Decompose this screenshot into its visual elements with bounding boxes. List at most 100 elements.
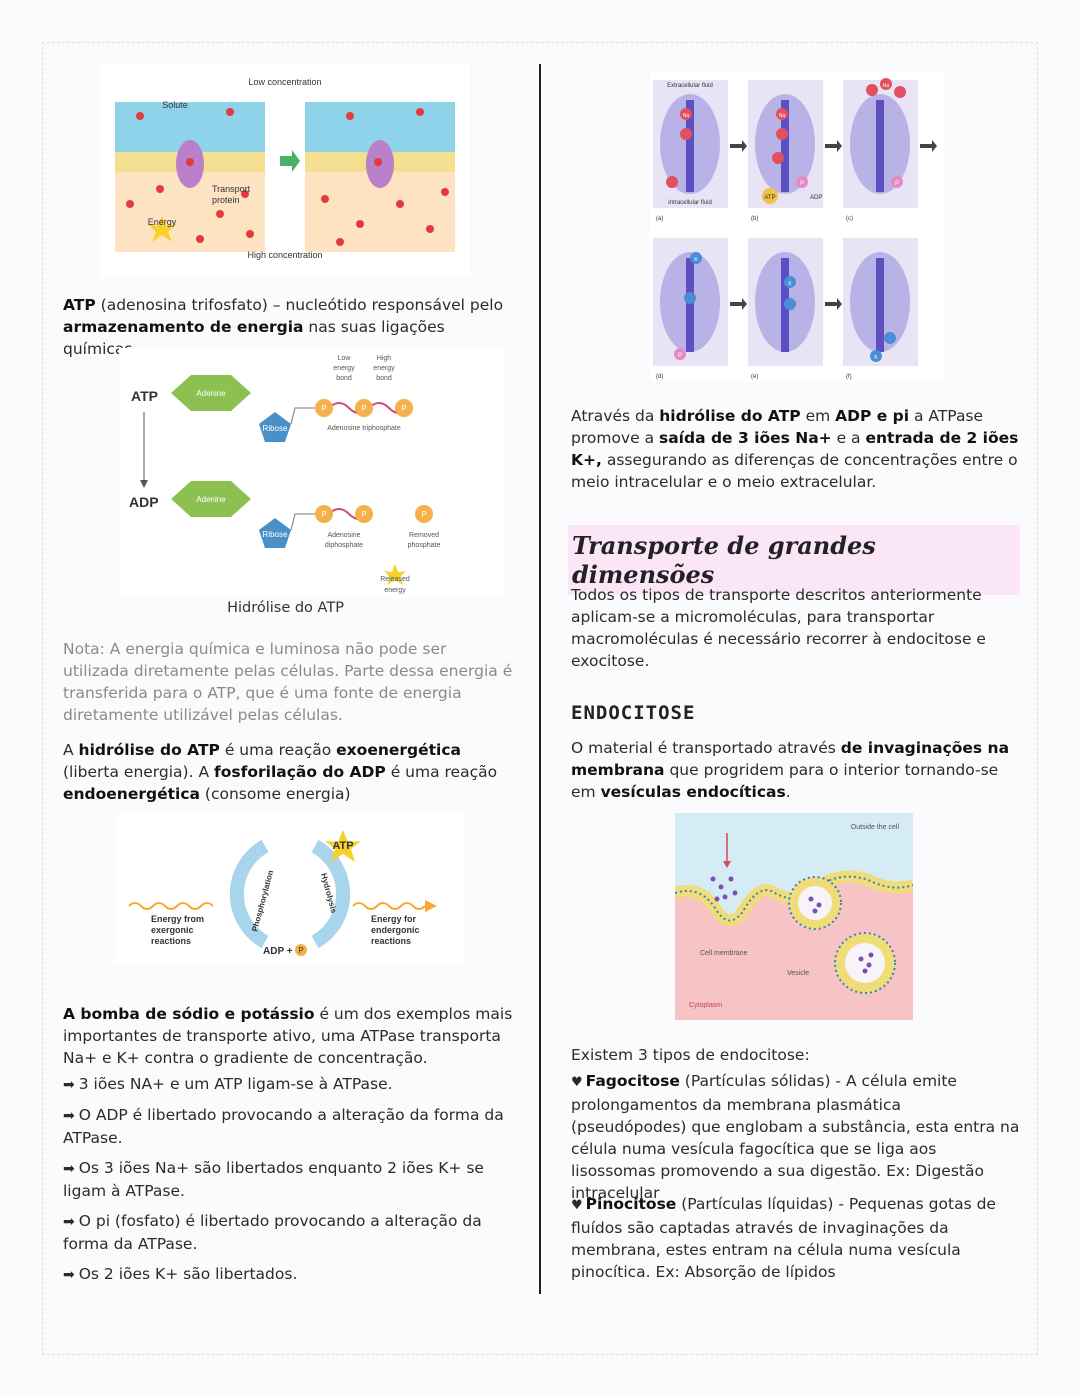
removed-2: phosphate — [408, 542, 441, 549]
panel-a: (a) — [656, 216, 663, 222]
endocytosis-figure: Outside the cell Cell membrane Vesicle C… — [675, 813, 913, 1020]
pump-na-2: Na — [779, 113, 786, 119]
ep-b1: de invaginações na membrana — [571, 739, 1010, 779]
pe-e: e a — [831, 429, 866, 447]
cytoplasm-label: Cytoplasm — [689, 1002, 722, 1009]
hp-c: é uma reação — [219, 741, 337, 759]
p-1: P — [321, 404, 326, 413]
hp-f: (consome energia) — [199, 785, 351, 803]
pump-step: ➡3 iões NA+ e um ATP ligam-se à ATPase. — [63, 1073, 513, 1096]
low-concentration-label: Low concentration — [248, 77, 321, 87]
ep-c: que progridem para o interior tornando-s… — [571, 761, 999, 801]
pump-bold: A bomba de sódio e potássio — [63, 1005, 315, 1023]
from-1: Energy from — [151, 914, 204, 924]
high-bond-1: High — [377, 355, 392, 362]
transport-label-1: Transport — [212, 184, 251, 194]
pinocitose-name: Pinocitose — [585, 1195, 677, 1213]
pump-paragraph: A bomba de sódio e potássio é um dos exe… — [63, 1003, 513, 1069]
hydrolysis-caption: Hidrólise do ATP — [227, 600, 344, 616]
arrow-icon: ➡ — [63, 1267, 75, 1283]
extracellular-label: Extracellular fluid — [667, 83, 713, 89]
atp-term: ATP — [63, 296, 96, 314]
panel-b: (b) — [751, 216, 758, 222]
pinocitose-paragraph: ♥Pinocitose (Partículas líquidas) - Pequ… — [571, 1193, 1021, 1283]
pe-b2: ADP e pi — [835, 407, 910, 425]
adp-label: ADP — [129, 494, 159, 510]
arrow-icon: ➡ — [63, 1108, 75, 1124]
arrow-icon: ➡ — [63, 1077, 75, 1093]
pump-p-3: P — [678, 353, 682, 359]
pump-step: ➡O pi (fosfato) é libertado provocando a… — [63, 1210, 513, 1255]
cycle-adp: ADP + — [263, 946, 293, 957]
panel-d: (d) — [656, 374, 663, 380]
released-1: Released — [380, 576, 410, 583]
for-3: reactions — [371, 936, 411, 946]
atp-label: ATP — [131, 388, 158, 404]
hp-b3: fosforilação do ADP — [213, 763, 386, 781]
atp-full-name: Adenosine triphosphate — [327, 425, 401, 432]
pump-adp: ADP — [810, 195, 822, 201]
section-title: Transporte de grandes dimensões — [568, 525, 1020, 595]
atp-cycle-figure: ATP ADP + P Phosphorylation Hydrolysis E… — [115, 814, 465, 964]
atp-def-text: (adenosina trifosfato) – nucleótido resp… — [95, 296, 504, 314]
hp-b1: hidrólise do ATP — [78, 741, 220, 759]
pump-k-3: K — [874, 355, 878, 361]
pump-steps-list: ➡3 iões NA+ e um ATP ligam-se à ATPase. … — [63, 1073, 513, 1294]
low-bond-2: energy — [333, 365, 355, 372]
ribose-label-1: Ribose — [263, 424, 288, 433]
pe-d: a ATPase promove a — [571, 407, 984, 447]
pe-c: em — [800, 407, 836, 425]
p-4: P — [321, 510, 326, 519]
adp-name-1: Adenosine — [327, 532, 360, 539]
hydrolysis-paragraph: A hidrólise do ATP é uma reação exoenerg… — [63, 739, 513, 805]
p-3: P — [401, 404, 406, 413]
pinocitose-rest: (Partículas líquidas) - Pequenas gotas d… — [571, 1195, 996, 1281]
hp-d: (liberta energia). A — [63, 763, 214, 781]
high-concentration-label: High concentration — [247, 250, 322, 260]
atp-def-bold: armazenamento de energia — [63, 318, 304, 336]
p-6: P — [421, 510, 426, 519]
section-intro: Todos os tipos de transporte descritos a… — [571, 586, 986, 670]
pump-step: ➡Os 3 iões Na+ são libertados enquanto 2… — [63, 1157, 513, 1202]
pump-na-3: Na — [883, 83, 890, 89]
pump-step-text: O pi (fosfato) é libertado provocando a … — [63, 1212, 482, 1253]
pe-b3: saída de 3 iões Na+ — [659, 429, 832, 447]
page-border — [42, 42, 1038, 1355]
membrane-label: Cell membrane — [700, 950, 748, 957]
pump-k-1: K — [694, 257, 698, 263]
solute-label: Solute — [162, 100, 188, 110]
cycle-atp: ATP — [332, 840, 353, 852]
high-bond-3: bond — [376, 375, 392, 382]
pump-p-2: P — [895, 181, 899, 187]
transport-protein-figure: Low concentration High concentration Sol… — [100, 64, 470, 276]
pump-na-1: Na — [683, 113, 690, 119]
fagocitose-paragraph: ♥Fagocitose (Partículas sólidas) - A cél… — [571, 1070, 1021, 1204]
endo-types-intro: Existem 3 tipos de endocitose: — [571, 1046, 810, 1064]
adenine-label-1: Adenine — [196, 389, 226, 398]
ep-b2: vesículas endocíticas — [600, 783, 786, 801]
pump-step-text: Os 2 iões K+ são libertados. — [78, 1265, 298, 1283]
pump-explanation: Através da hidrólise do ATP em ADP e pi … — [571, 405, 1021, 493]
p-5: P — [361, 510, 366, 519]
fagocitose-rest: (Partículas sólidas) - A célula emite pr… — [571, 1072, 1020, 1202]
removed-1: Removed — [409, 532, 439, 539]
sodium-potassium-pump-figure: ATP ADP P P P Na Na Na K K K Extracellul… — [650, 72, 945, 382]
pump-p-1: P — [800, 181, 804, 187]
pe-b1: hidrólise do ATP — [659, 407, 801, 425]
from-3: reactions — [151, 936, 191, 946]
atp-def-text-2: nas suas ligações químicas. — [63, 318, 445, 358]
hp-b2: exoenergética — [336, 741, 461, 759]
transport-label-2: protein — [212, 195, 240, 205]
hp-a: A — [63, 741, 79, 759]
adenine-label-2: Adenine — [196, 495, 226, 504]
arrow-icon: ➡ — [63, 1214, 75, 1230]
endocitose-paragraph: O material é transportado através de inv… — [571, 737, 1021, 803]
pump-atp: ATP — [764, 195, 775, 201]
ep-a: O material é transportado através — [571, 739, 841, 757]
arrow-icon: ➡ — [63, 1161, 75, 1177]
pump-rest: é um dos exemplos mais importantes de tr… — [63, 1005, 513, 1067]
released-2: energy — [384, 587, 406, 594]
for-2: endergonic — [371, 925, 420, 935]
panel-c: (c) — [846, 216, 853, 222]
heart-icon: ♥ — [571, 1198, 583, 1213]
